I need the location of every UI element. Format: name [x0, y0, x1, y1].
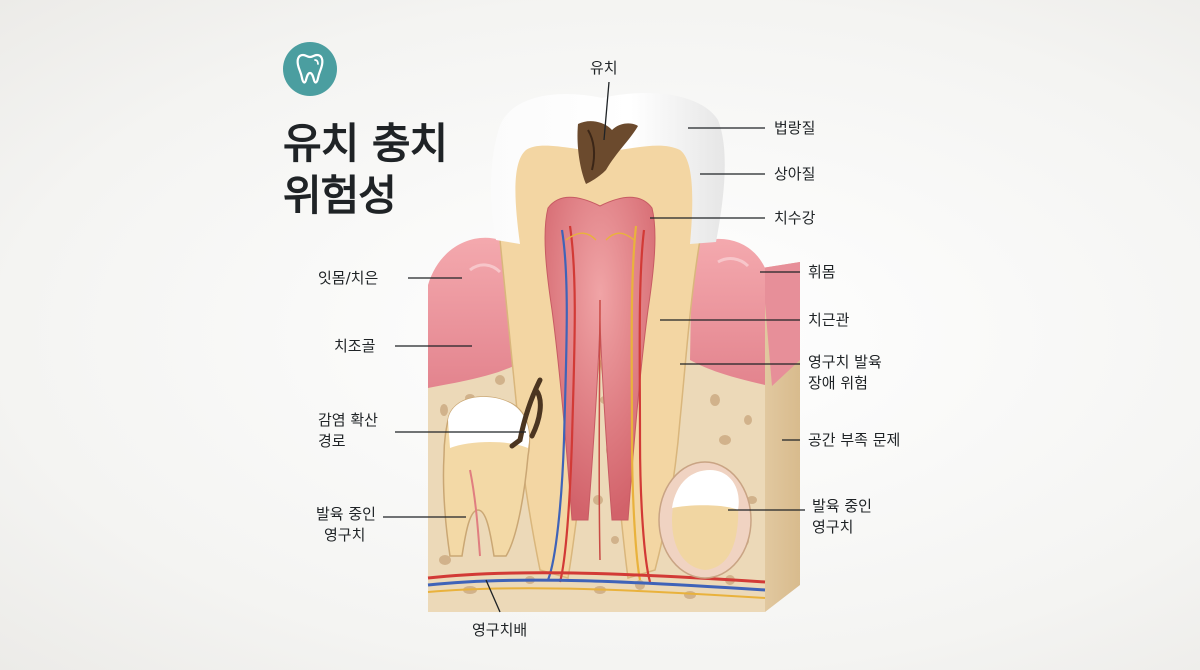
- gum-left: [428, 237, 525, 388]
- label-infection-path-1: 감염 확산: [318, 411, 378, 429]
- infection-path: [509, 377, 543, 449]
- vessel-line-blue: [427, 578, 766, 592]
- label-gum-right: 휘몸: [808, 263, 836, 281]
- title-line-1: 유치 충치: [283, 119, 448, 168]
- label-developing-right-2: 영구치: [812, 518, 854, 536]
- tooth-icon: [296, 53, 324, 84]
- vessel-line-yellow: [427, 587, 766, 599]
- label-dev-risk-1: 영구치 발육: [808, 353, 882, 371]
- page-title: 유치 충치 위험성: [283, 118, 448, 222]
- label-root-canal: 치근관: [808, 311, 850, 329]
- label-developing-left-2: 영구치: [324, 526, 366, 544]
- label-primary-tooth: 유치: [590, 59, 618, 77]
- label-dev-risk-2: 장애 위험: [808, 374, 868, 392]
- label-gum-left: 잇몸/치은: [318, 269, 379, 287]
- nerves: [546, 225, 652, 583]
- label-developing-left-1: 발육 중인: [316, 505, 376, 523]
- title-line-2: 위험성: [283, 171, 397, 220]
- label-enamel: 법랑질: [774, 119, 816, 137]
- label-pulp-chamber: 치수강: [774, 209, 816, 227]
- developing-tooth-left-enamel: [448, 396, 530, 448]
- label-alveolar-bone: 치조골: [334, 337, 376, 355]
- vessel-line-red: [427, 571, 766, 584]
- label-tooth-germ: 영구치배: [472, 621, 528, 639]
- primary-tooth-enamel: [490, 93, 725, 244]
- label-developing-right-1: 발육 중인: [812, 497, 872, 515]
- label-infection-path-2: 경로: [318, 432, 346, 450]
- leader-lines: [383, 81, 805, 613]
- tooth-logo: [283, 42, 337, 96]
- label-dentin: 상아질: [774, 165, 816, 183]
- gum-right: [690, 238, 765, 385]
- gum-right-side: [762, 262, 800, 386]
- label-space-problem: 공간 부족 문제: [808, 431, 901, 449]
- developing-tooth-right-enamel: [672, 470, 739, 510]
